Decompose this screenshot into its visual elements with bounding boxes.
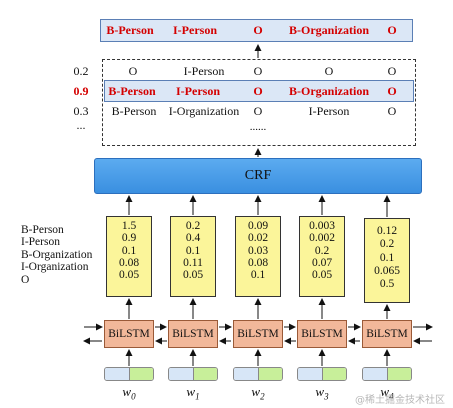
score-box-0: 1.5 0.9 0.1 0.08 0.05 [106, 216, 152, 297]
bilstm-cell-0: BiLSTM [104, 320, 154, 348]
score-value: 0.1 [250, 269, 266, 282]
watermark: @稀土掘金技术社区 [355, 395, 445, 406]
crf-label: CRF [244, 168, 272, 183]
score-value: 0.5 [379, 278, 395, 291]
best-path-box [100, 19, 413, 42]
candidate-2-label-2: O [253, 104, 263, 118]
score-value: 0.4 [185, 232, 201, 245]
word-embedding-1 [168, 367, 218, 381]
legend-item: I-Person [21, 236, 60, 249]
bilstm-label: BiLSTM [366, 328, 408, 340]
word-embedding-2 [233, 367, 283, 381]
score-value: 0.05 [311, 269, 333, 282]
score-box-2: 0.09 0.02 0.03 0.08 0.1 [235, 216, 281, 297]
word-embedding-3 [297, 367, 347, 381]
score-box-3: 0.003 0.002 0.2 0.07 0.05 [299, 216, 345, 297]
bilstm-label: BiLSTM [108, 328, 150, 340]
score-value: 0.05 [182, 269, 204, 282]
score-value: 0.2 [379, 238, 395, 251]
score-value: 1.5 [121, 220, 137, 232]
bilstm-cell-4: BiLSTM [362, 320, 412, 348]
best-path-label-4: O [387, 23, 397, 37]
bilstm-cell-1: BiLSTM [168, 320, 218, 348]
candidate-0-label-2: O [253, 64, 263, 78]
score-value: 0.2 [185, 220, 201, 232]
legend-item: I-Organization [21, 261, 89, 274]
score-value: 0.2 [314, 244, 330, 257]
score-box-1: 0.2 0.4 0.1 0.11 0.05 [170, 216, 216, 297]
legend-item: B-Organization [21, 248, 93, 261]
candidate-1-label-4: O [387, 84, 397, 98]
best-path-label-0: B-Person [106, 23, 154, 37]
score-value: 0.002 [309, 232, 335, 245]
candidate-1-label-3: B-Organization [289, 84, 369, 98]
candidate-2-label-4: O [387, 104, 397, 118]
word-label-3: w3 [315, 384, 329, 402]
score-value: 0.05 [118, 269, 140, 282]
score-value: 0.003 [309, 220, 335, 232]
candidate-more-score: ... [76, 118, 86, 132]
bilstm-label: BiLSTM [237, 328, 279, 340]
candidate-score-1: 0.9 [73, 84, 89, 98]
score-value: 0.065 [374, 264, 400, 277]
candidate-0-label-4: O [387, 64, 397, 78]
score-value: 0.12 [376, 225, 398, 237]
legend-item: O [21, 273, 30, 286]
score-value: 0.11 [183, 256, 203, 269]
emb-to-lstm-arrows [125, 349, 391, 366]
score-value: 0.07 [311, 256, 333, 269]
score-value: 0.9 [121, 232, 137, 245]
candidate-score-0: 0.2 [73, 64, 89, 78]
bilstm-label: BiLSTM [301, 328, 343, 340]
tag-legend: B-Person I-Person B-Organization I-Organ… [21, 224, 92, 286]
best-path-label-3: B-Organization [289, 23, 369, 37]
candidate-2-label-1: I-Organization [168, 104, 240, 118]
score-value: 0.08 [118, 256, 140, 269]
candidate-0-label-1: I-Person [183, 64, 225, 78]
word-label-2: w2 [251, 384, 265, 402]
candidate-0-label-3: O [324, 64, 334, 78]
candidate-1-label-2: O [253, 84, 263, 98]
crf-layer: CRF [94, 158, 422, 194]
best-path-label-1: I-Person [173, 23, 217, 37]
candidate-2-label-3: I-Person [308, 104, 350, 118]
score-value: 0.1 [185, 244, 201, 257]
bilstm-cell-2: BiLSTM [233, 320, 283, 348]
score-value: 0.02 [247, 232, 269, 245]
score-value: 0.03 [247, 244, 269, 257]
score-value: 0.09 [247, 220, 269, 232]
lstm-to-score-arrows [125, 298, 391, 319]
legend-item: B-Person [21, 224, 64, 236]
candidate-2-label-0: B-Person [111, 104, 157, 118]
word-label-4: w4 [380, 384, 394, 402]
score-value: 0.1 [121, 244, 137, 257]
word-label-1: w1 [186, 384, 200, 402]
best-path-label-2: O [253, 23, 263, 37]
candidate-paths-box [102, 59, 416, 146]
score-value: 0.08 [247, 256, 269, 269]
bilstm-cell-3: BiLSTM [297, 320, 347, 348]
score-box-4: 0.12 0.2 0.1 0.065 0.5 [364, 218, 410, 303]
candidate-0-label-0: O [128, 64, 138, 78]
candidate-more-label: ...... [249, 121, 267, 133]
word-embedding-4 [362, 367, 412, 381]
word-embedding-0 [104, 367, 154, 381]
candidate-highlight-row [104, 80, 414, 102]
candidate-1-label-1: I-Person [176, 84, 220, 98]
score-value: 0.1 [379, 251, 395, 264]
candidate-score-2: 0.3 [73, 104, 89, 118]
score-to-crf-arrows [125, 195, 391, 217]
bilstm-label: BiLSTM [172, 328, 214, 340]
word-label-0: w0 [122, 384, 136, 402]
candidate-1-label-0: B-Person [108, 84, 156, 98]
